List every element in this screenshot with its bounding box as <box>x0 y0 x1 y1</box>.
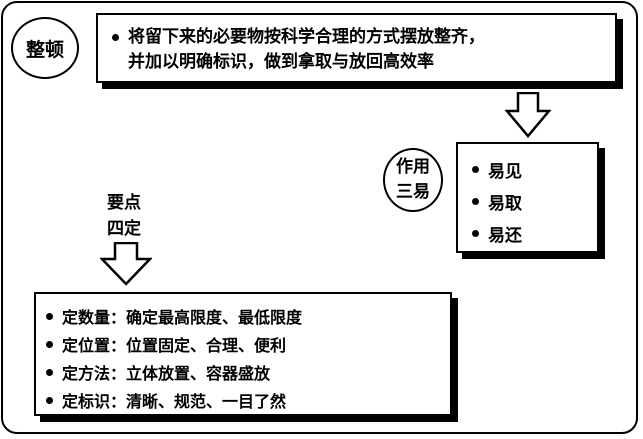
effect-circle: 作用 三易 <box>383 148 443 212</box>
definition-text-1: 将留下来的必要物按科学合理的方式摆放整齐， <box>128 27 485 47</box>
bullet-icon <box>472 197 479 205</box>
bullet-icon <box>112 34 119 41</box>
list-item: 定位置：位置固定、合理、便利 <box>46 330 450 358</box>
key-points-label-line-1: 要点 <box>107 193 141 213</box>
key-points-label: 要点 四定 <box>94 190 154 242</box>
definition-text-2: 并加以明确标识，做到拿取与放回高效率 <box>128 52 434 72</box>
key-points-box: 定数量：确定最高限度、最低限度 定位置：位置固定、合理、便利 定方法：立体放置、… <box>34 292 452 416</box>
key-point-text: 定标识：清晰、规范、一目了然 <box>62 392 287 411</box>
definition-line-2: 并加以明确标识，做到拿取与放回高效率 <box>112 50 607 75</box>
effect-label-line-1: 作用 <box>396 157 430 177</box>
bullet-icon <box>46 312 53 320</box>
bullet-icon <box>46 396 53 404</box>
down-arrow-icon <box>505 92 551 138</box>
definition-line-1: 将留下来的必要物按科学合理的方式摆放整齐， <box>112 25 607 50</box>
title-circle: 整顿 <box>11 17 79 79</box>
list-item: 易见 <box>472 153 597 185</box>
bullet-icon <box>46 368 53 376</box>
effect-item-text: 易取 <box>488 193 522 214</box>
key-point-text: 定方法：立体放置、容器盛放 <box>62 364 271 383</box>
list-item: 定数量：确定最高限度、最低限度 <box>46 302 450 330</box>
key-points-label-line-2: 四定 <box>107 219 141 239</box>
effect-item-text: 易还 <box>488 225 522 246</box>
definition-box: 将留下来的必要物按科学合理的方式摆放整齐， 并加以明确标识，做到拿取与放回高效率 <box>96 13 617 83</box>
bullet-icon <box>46 340 53 348</box>
bullet-icon <box>472 229 479 237</box>
list-item: 定方法：立体放置、容器盛放 <box>46 358 450 386</box>
list-item: 易取 <box>472 185 597 217</box>
list-item: 易还 <box>472 217 597 249</box>
key-point-text: 定数量：确定最高限度、最低限度 <box>62 308 303 327</box>
effect-item-text: 易见 <box>488 161 522 182</box>
bullet-icon <box>472 165 479 173</box>
outer-frame <box>1 1 638 434</box>
key-point-text: 定位置：位置固定、合理、便利 <box>62 336 287 355</box>
effect-box: 易见 易取 易还 <box>456 142 599 253</box>
down-arrow-icon <box>100 242 152 286</box>
title-text: 整顿 <box>25 38 64 61</box>
list-item: 定标识：清晰、规范、一目了然 <box>46 386 450 414</box>
effect-label-line-2: 三易 <box>396 182 430 202</box>
